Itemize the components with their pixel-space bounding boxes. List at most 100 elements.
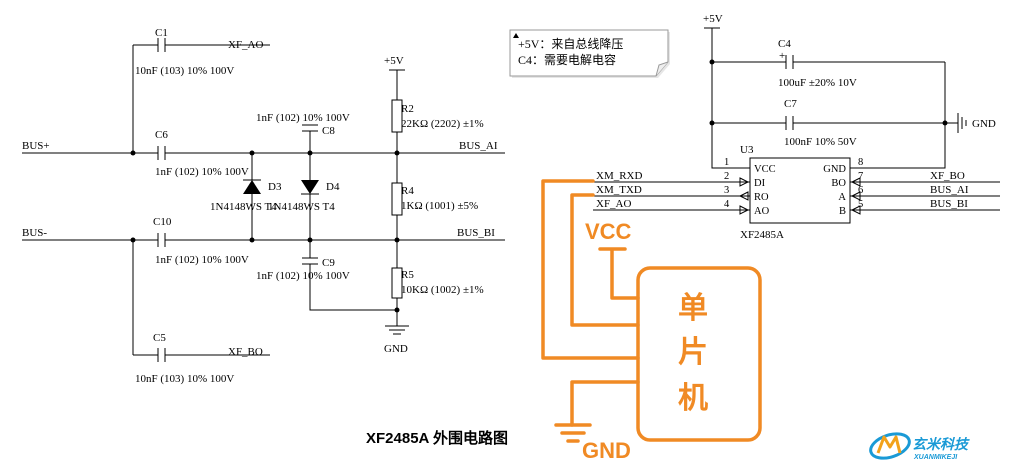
c10-value: 1nF (102) 10% 100V <box>155 254 249 266</box>
mcu-wire-rxd <box>541 179 640 360</box>
logo-m-icon <box>876 435 902 454</box>
c10-ref: C10 <box>153 216 172 228</box>
net-bus-bi-u3: BUS_BI <box>930 198 968 210</box>
junction-dot <box>249 237 255 243</box>
c1-value: 10nF (103) 10% 100V <box>135 65 234 77</box>
c6-ref: C6 <box>155 129 168 141</box>
junction-dot <box>249 150 255 156</box>
u3-pin-name-8: GND <box>823 164 846 175</box>
wire-vcc-rail <box>711 28 750 169</box>
junction-dot <box>394 237 400 243</box>
net-xf-ao-left: XF_AO <box>228 39 264 51</box>
c4-symbol <box>785 55 794 69</box>
c8-value: 1nF (102) 10% 100V <box>256 112 350 124</box>
c4-value: 100uF ±20% 10V <box>778 77 857 89</box>
r2-value: 22KΩ (2202) ±1% <box>401 118 484 130</box>
wire-gnd-rail <box>850 62 946 169</box>
pin-6-arrow-icon <box>850 191 861 201</box>
u3-pin-num-3: 3 <box>724 185 729 196</box>
u3-body <box>749 157 851 224</box>
u3-pin-name-1: VCC <box>754 164 776 175</box>
r4-ref: R4 <box>401 185 414 197</box>
c4-ref: C4 <box>778 38 791 50</box>
mcu-gnd-label: GND <box>582 438 631 463</box>
pin-5-arrow-icon <box>850 205 861 215</box>
net-bus-ai-u3: BUS_AI <box>930 184 969 196</box>
u3-pin-name-5: B <box>839 206 846 217</box>
brand-logo: 玄米科技 XUANMIKEJI <box>869 432 970 461</box>
note-line-2: C4：需要电解电容 <box>518 52 616 67</box>
mcu-vcc-wire <box>598 247 640 300</box>
u3-pin-num-1: 1 <box>724 157 729 168</box>
c5-value: 10nF (103) 10% 100V <box>135 373 234 385</box>
mcu-label-char-1: 单 <box>678 292 708 325</box>
note-box: +5V：来自总线降压 C4：需要电解电容 <box>509 29 670 78</box>
net-bus-minus: BUS- <box>22 227 47 239</box>
d3-ref: D3 <box>268 181 282 193</box>
junction-dot <box>942 120 948 126</box>
net-bus-bi-left: BUS_BI <box>457 227 495 239</box>
d4-ref: D4 <box>326 181 340 193</box>
pin-7-arrow-icon <box>850 177 861 187</box>
u3-pin-name-2: DI <box>754 178 766 189</box>
ground-left-icon <box>385 325 409 335</box>
c1-symbol <box>157 38 166 52</box>
net-vcc5-left: +5V <box>384 55 404 67</box>
junction-dot <box>130 237 136 243</box>
xf2485a-circuit: +5V C4 + 100uF ±20% 10V C7 100nF 10% 50V… <box>593 13 1000 241</box>
c1-ref: C1 <box>155 27 168 39</box>
u3-pin-num-8: 8 <box>858 157 863 168</box>
mcu-annotation: VCC 单 片 机 GND <box>541 179 762 463</box>
r2-symbol <box>391 99 403 133</box>
c5-ref: C5 <box>153 332 166 344</box>
u3-pin-num-4: 4 <box>724 199 730 210</box>
r5-symbol <box>391 267 403 299</box>
note-fold <box>655 61 669 77</box>
u3-pin-name-6: A <box>838 192 846 203</box>
note-line-1: +5V：来自总线降压 <box>518 37 623 51</box>
net-vcc5-right: +5V <box>703 13 723 25</box>
d3-value: 1N4148WS T4 <box>210 201 277 213</box>
junction-dots-left <box>130 150 400 313</box>
c9-value: 1nF (102) 10% 100V <box>256 270 350 282</box>
junction-dot <box>394 307 400 313</box>
pin-3-arrow-icon <box>738 191 749 201</box>
logo-text: 玄米科技 <box>912 436 970 452</box>
r5-ref: R5 <box>401 269 414 281</box>
u3-pin-num-5: 5 <box>858 199 863 210</box>
mcu-ground-icon <box>554 423 592 443</box>
u3-pin-name-3: RO <box>754 192 769 203</box>
u3-pin-num-7: 7 <box>858 171 863 182</box>
pin-2-arrow-icon <box>739 177 750 187</box>
r4-symbol <box>391 182 403 216</box>
ground-right-icon <box>957 113 967 133</box>
junction-dot <box>307 237 313 243</box>
logo-swoosh-icon <box>869 432 911 460</box>
junction-dots-right <box>709 59 948 126</box>
net-xm-rxd: XM_RXD <box>596 170 643 182</box>
c8-symbol <box>302 124 318 132</box>
u3-pin-name-7: BO <box>831 178 846 189</box>
wire-c9 <box>309 240 397 311</box>
c6-value: 1nF (102) 10% 100V <box>155 166 249 178</box>
d4-value: 1N4148WS T4 <box>268 201 335 213</box>
d3-symbol <box>243 180 261 194</box>
net-gnd-right: GND <box>972 118 996 130</box>
c5-symbol <box>157 348 166 362</box>
u3-pin-num-6: 6 <box>858 185 863 196</box>
c10-symbol <box>157 233 166 247</box>
mcu-vcc-label: VCC <box>585 219 632 244</box>
mcu-wire-txd <box>570 193 640 327</box>
pin-4-arrow-icon <box>739 205 750 215</box>
junction-dot <box>307 150 313 156</box>
c9-ref: C9 <box>322 257 335 269</box>
net-gnd-left: GND <box>384 343 408 355</box>
c9-symbol <box>302 257 318 265</box>
net-xf-ao-u3: XF_AO <box>596 198 632 210</box>
c8-ref: C8 <box>322 125 335 137</box>
r2-ref: R2 <box>401 103 414 115</box>
mcu-label-char-3: 机 <box>678 382 708 415</box>
diagram-caption: XF2485A 外围电路图 <box>366 429 508 447</box>
junction-dot <box>709 59 715 65</box>
